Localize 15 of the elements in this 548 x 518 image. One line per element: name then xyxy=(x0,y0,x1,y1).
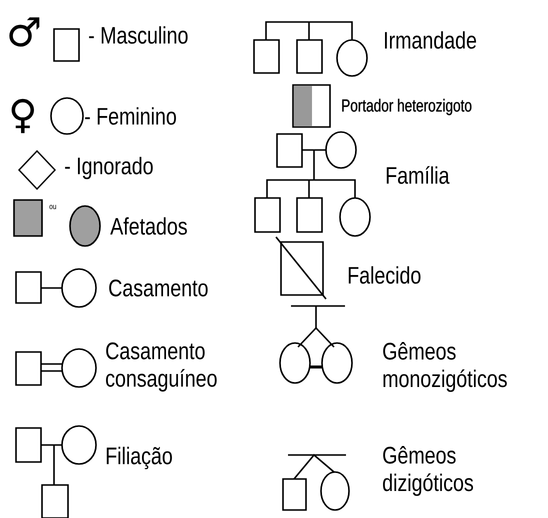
symbol-label: - Ignorado xyxy=(65,156,153,180)
sex-symbol: ♀ xyxy=(12,98,34,134)
symbol-label: Casamento consaguíneo xyxy=(106,342,217,392)
sex-symbol: ♂ xyxy=(9,17,40,47)
symbol-label: Gêmeos dizigóticos xyxy=(383,446,474,496)
symbol-label: Afetados xyxy=(110,217,187,235)
symbol-label: Irmandade xyxy=(385,31,476,49)
symbol-label: Família xyxy=(386,166,450,184)
symbol-label: Filiação xyxy=(106,446,172,470)
symbol-label: Portador heterozigoto xyxy=(342,98,472,116)
symbol-label: Casamento xyxy=(109,280,208,296)
symbol-label: - Feminino xyxy=(85,107,176,125)
symbol-label: Falecido xyxy=(348,266,420,284)
symbol-label: Gêmeos monozigóticos xyxy=(383,342,507,392)
symbol-label: - Masculino xyxy=(89,26,188,44)
